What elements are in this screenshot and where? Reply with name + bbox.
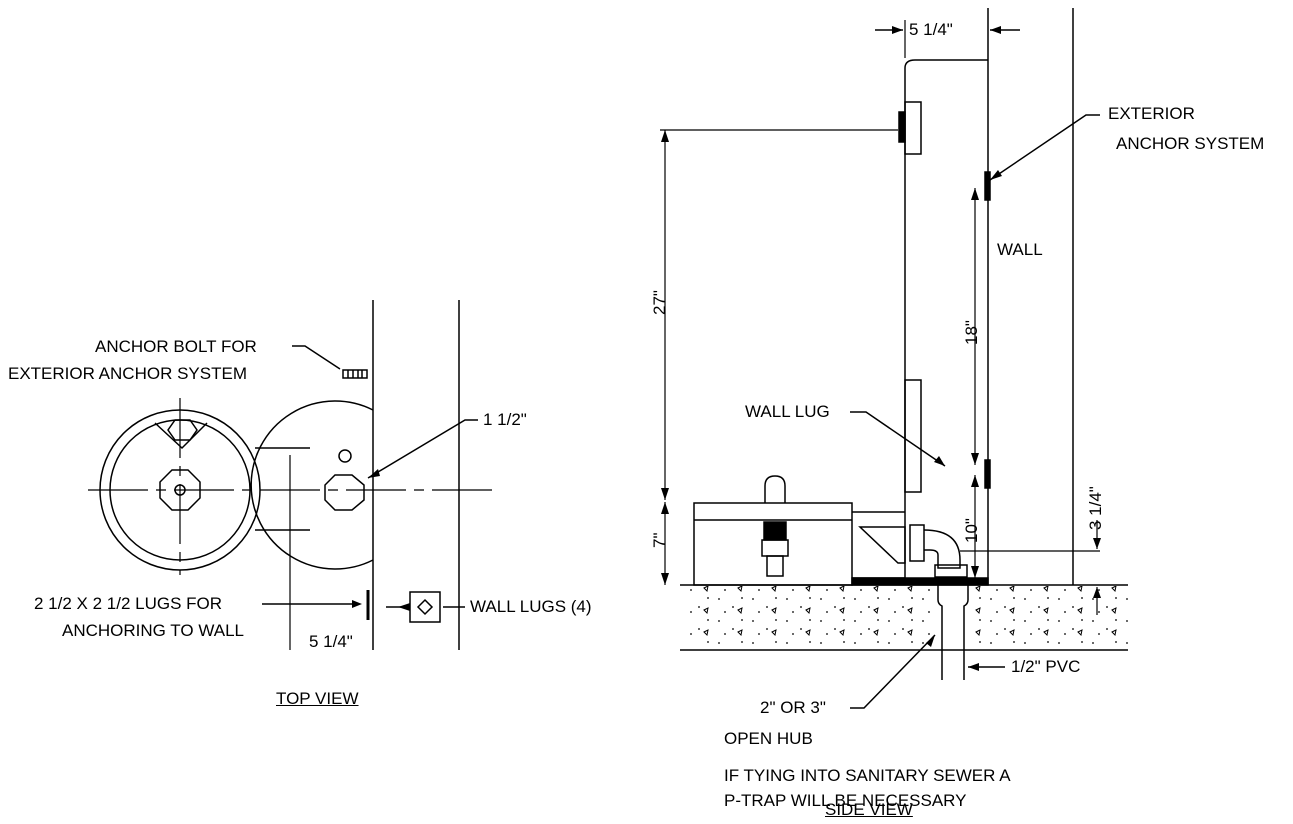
wall-lugs-label: WALL LUGS (4) <box>470 597 592 616</box>
upper-bracket-mount <box>899 112 905 142</box>
hub-label-2: OPEN HUB <box>724 729 813 748</box>
lugs-label-2: ANCHORING TO WALL <box>62 621 244 640</box>
hub-cap <box>935 565 967 577</box>
anchor-bolt-icon <box>343 370 367 378</box>
open-hub <box>938 585 968 650</box>
upper-bracket <box>905 102 921 154</box>
basin-box <box>694 503 852 585</box>
note-line-2: P-TRAP WILL BE NECESSARY <box>724 791 967 810</box>
note-line-1: IF TYING INTO SANITARY SEWER A <box>724 766 1011 785</box>
valve-body <box>762 540 788 556</box>
slab-hatch-right <box>975 586 1128 649</box>
inlet-wedge <box>155 423 207 448</box>
wall-lug-square <box>410 592 440 622</box>
wall-lug-diamond <box>418 600 432 614</box>
riser-outline <box>905 60 988 585</box>
dim-18-label: 18" <box>962 320 981 345</box>
discharge-coupling <box>910 525 924 561</box>
wall-lug-label: WALL LUG <box>745 402 830 421</box>
dim-27-label: 27" <box>650 290 669 315</box>
pvc-label: 1/2" PVC <box>1011 657 1081 676</box>
top-view <box>88 300 495 650</box>
exterior-anchor-leader <box>990 115 1100 180</box>
slab-hatch-left <box>690 586 930 649</box>
dim-3-1-4-label: 3 1/4" <box>1086 486 1105 530</box>
wall-lug-bracket <box>905 380 921 492</box>
anchor-bolt-label-2: EXTERIOR ANCHOR SYSTEM <box>8 364 247 383</box>
hub-label-1: 2" OR 3" <box>760 698 826 717</box>
wall-lug-leader <box>850 412 945 466</box>
elbow-fitting <box>924 530 960 568</box>
lugs-label-1: 2 1/2 X 2 1/2 LUGS FOR <box>34 594 223 613</box>
valve-stem <box>767 556 783 576</box>
center-octagon <box>160 470 200 510</box>
exterior-label-1: EXTERIOR <box>1108 104 1195 123</box>
dim-7-label: 7" <box>650 532 669 549</box>
valve-mesh <box>764 522 786 540</box>
discharge-octagon <box>325 475 364 510</box>
discharge-wedge <box>860 527 905 563</box>
vent-hole <box>339 450 351 462</box>
dim-1-1-2-leader <box>368 420 478 478</box>
pump-housing-arc <box>251 401 373 569</box>
top-dim-5-1-4-label: 5 1/4" <box>309 632 353 651</box>
inlet-octagon <box>168 420 197 440</box>
side-view-caption: SIDE VIEW <box>825 800 913 819</box>
exterior-label-2: ANCHOR SYSTEM <box>1116 134 1265 153</box>
anchor-bolt-leader <box>292 346 340 369</box>
exterior-anchor-upper <box>985 172 990 200</box>
side-dim-5-1-4-label: 5 1/4" <box>909 20 953 39</box>
side-view <box>660 8 1128 708</box>
wall-label: WALL <box>997 240 1043 259</box>
dim-10-label: 10" <box>962 518 981 543</box>
dim-1-1-2-label: 1 1/2" <box>483 410 527 429</box>
anchor-bolt-label-1: ANCHOR BOLT FOR <box>95 337 257 356</box>
lid-handle <box>765 476 785 503</box>
top-view-caption: TOP VIEW <box>276 689 359 708</box>
base-plate <box>852 578 988 585</box>
hub-leader <box>850 635 935 708</box>
exterior-anchor-lower <box>985 460 990 488</box>
